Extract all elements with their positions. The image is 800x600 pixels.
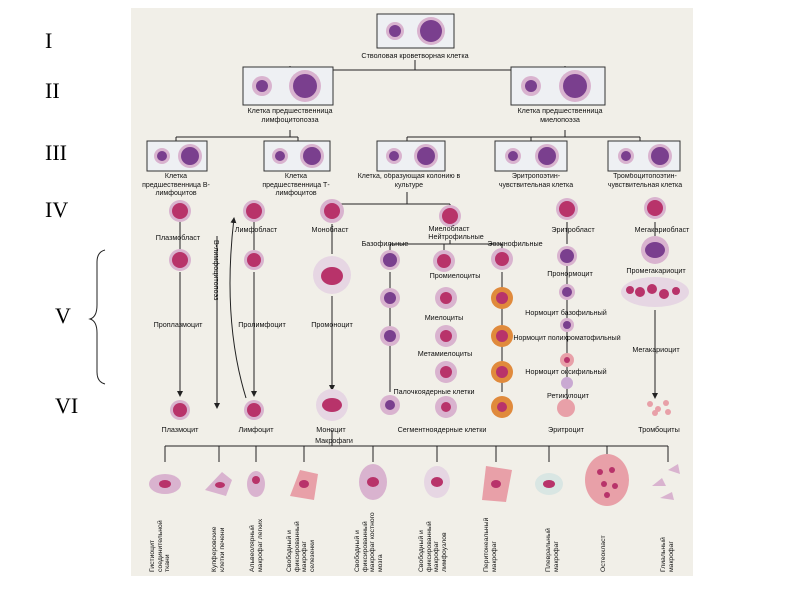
macrophage-images [149,454,680,506]
level-label-5: V [55,303,71,328]
macrophages-title: Макрофаги [315,436,353,445]
level-label-1: I [45,28,52,53]
level-label-4: IV [45,197,68,222]
macrophage-label-5: Свободный и фиксированный макрофаг костн… [354,512,384,572]
macrophage-label-8: Плевральный макрофаг [545,528,560,572]
macrophage-label-4: Свободный и фиксированный макрофаг селез… [286,521,316,572]
macrophage-label-2: Купферовские клетки печени [211,526,226,572]
metamyelocytes-label: Метамиелоциты [418,349,473,358]
prolymphocyte-label: Пролимфоцит [238,320,286,329]
normocyte-oxy-label: Нормоцит оксифильный [525,367,606,376]
connector-lines [164,60,669,462]
level-3-images [146,140,681,172]
normocyte-poly-label: Нормоцит полихроматофильный [513,335,621,342]
macrophage-label-9: Остеокласт [600,535,607,572]
level-label-2: II [45,78,60,103]
t-precursor-label: Клетка предшественница Т-лимфоцитов [262,173,330,197]
thrombo-sensitive-label: Тромбоцитопоэтин-чувствительная клетка [607,173,683,189]
plasmocyte-label: Плазмоцит [162,425,200,434]
megakaryoblast-label: Мегакариобласт [635,225,690,234]
plasmoblast-label: Плазмобласт [156,233,201,242]
pronormocyte-label: Пронормоцит [547,269,593,278]
b-precursor-label: Клетка предшественница В-лимфоцитов [142,173,210,197]
b-lymphocytopoiesis-label: В-лимфоцитопоэз [212,240,221,301]
proplasmocyte-label: Проплазмоцит [154,320,204,329]
lymphopoiesis-progenitor-label: Клетка предшественница лимфоцитопоэза [247,106,333,124]
level-5-bracket [88,249,106,385]
lymphoblast-label: Лимфобласт [235,225,278,234]
level-label-3: III [45,140,67,165]
band-cells-label: Палочкоядерные клетки [393,387,474,396]
macrophage-label-10: Глиальный макрофаг [660,537,675,572]
monoblast-label: Монобласт [312,225,350,234]
lymphocyte-label: Лимфоцит [238,425,274,434]
promegakaryocyte-label: Промегакариоцит [626,266,686,275]
reticulocyte-label: Ретикулоцит [547,391,590,400]
promyelocytes-label: Промиелоциты [430,271,481,280]
myelocytes-label: Миелоциты [425,313,464,322]
thrombocytes-label: Тромбоциты [638,425,680,434]
cfu-label: Клетка, образующая колонию в культуре [357,173,461,189]
erythroblast-label: Эритробласт [551,225,595,234]
myeloblast-label: Миелобласт [429,224,471,233]
neutrophilic-label: Нейтрофильные [428,232,484,241]
level-6-cells [170,389,671,421]
stem-cell-label: Стволовая кроветворная клетка [361,51,468,60]
level-4-cells [169,197,666,227]
segmented-label: Сегментноядерные клетки [398,425,487,434]
promonocyte-label: Промоноцит [311,320,353,329]
macrophage-label-6: Свободный и фиксированный макрофаг лимфо… [418,521,448,572]
eosinophilic-label: Эозинофильные [487,239,542,248]
normocyte-basophilic-label: Нормоцит базофильный [525,308,607,317]
level-5-cells [169,236,689,389]
megakaryocyte-label: Мегакариоцит [632,345,680,354]
basophilic-label: Базофильные [362,239,409,248]
macrophage-label-1: Гистиоцит соединительной ткани [149,520,171,572]
monocyte-label: Моноцит [316,425,346,434]
macrophage-label-3: Альвеолярный макрофаг легких [249,518,264,572]
erythro-sensitive-label: Эритропоэтин-чувствительная клетка [498,173,574,189]
macrophage-label-7: Перитонеальный макрофаг [483,517,498,572]
erythrocyte-label: Эритроцит [548,425,585,434]
level-label-6: VI [55,393,78,418]
myelopoiesis-progenitor-label: Клетка предшественница миелопоэза [517,106,603,124]
